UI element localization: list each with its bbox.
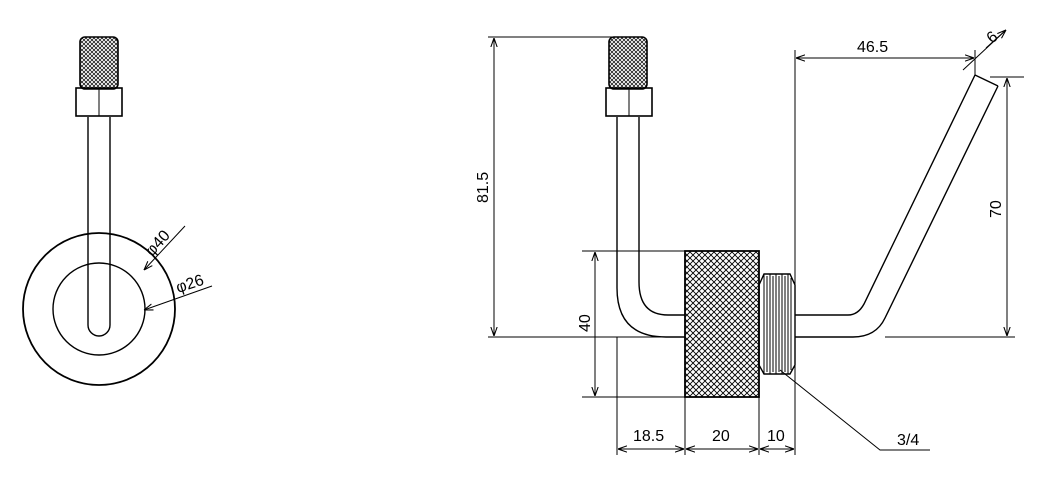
- dim-40-label: 40: [577, 314, 594, 332]
- dim-46-5-label: 46.5: [857, 39, 888, 56]
- front-view: φ40 φ26: [22, 36, 213, 386]
- phi26-label: φ26: [174, 272, 206, 297]
- thread-label: 3/4: [897, 432, 919, 449]
- outer-flange-circle: [22, 232, 176, 386]
- tube-end-cap: [974, 74, 999, 87]
- right-tube: [795, 74, 999, 338]
- side-view: 81.5 40 18.5 20 10 3/4 46.5 6 70: [475, 28, 1024, 455]
- left-tube: [616, 117, 685, 338]
- dim-6-label: 6: [984, 28, 1002, 47]
- dim-70-label: 70: [988, 200, 1005, 218]
- phi40-leader: [144, 225, 186, 270]
- phi40-label: φ40: [142, 227, 174, 259]
- dim-10-label: 10: [767, 428, 785, 445]
- knurled-cap: [79, 36, 119, 90]
- knurled-body: [684, 250, 760, 398]
- inner-bore-circle: [52, 262, 146, 356]
- thread-leader: [779, 369, 930, 451]
- right-knurled-cap: [608, 36, 648, 90]
- phi26-leader: [144, 285, 213, 310]
- threaded-section: [758, 273, 796, 375]
- dim-18-5-label: 18.5: [633, 428, 664, 445]
- dim-6-arrow: [985, 30, 1006, 49]
- dim-20-label: 20: [712, 428, 730, 445]
- dim-81-5-label: 81.5: [475, 172, 492, 203]
- stem-tube: [87, 117, 111, 337]
